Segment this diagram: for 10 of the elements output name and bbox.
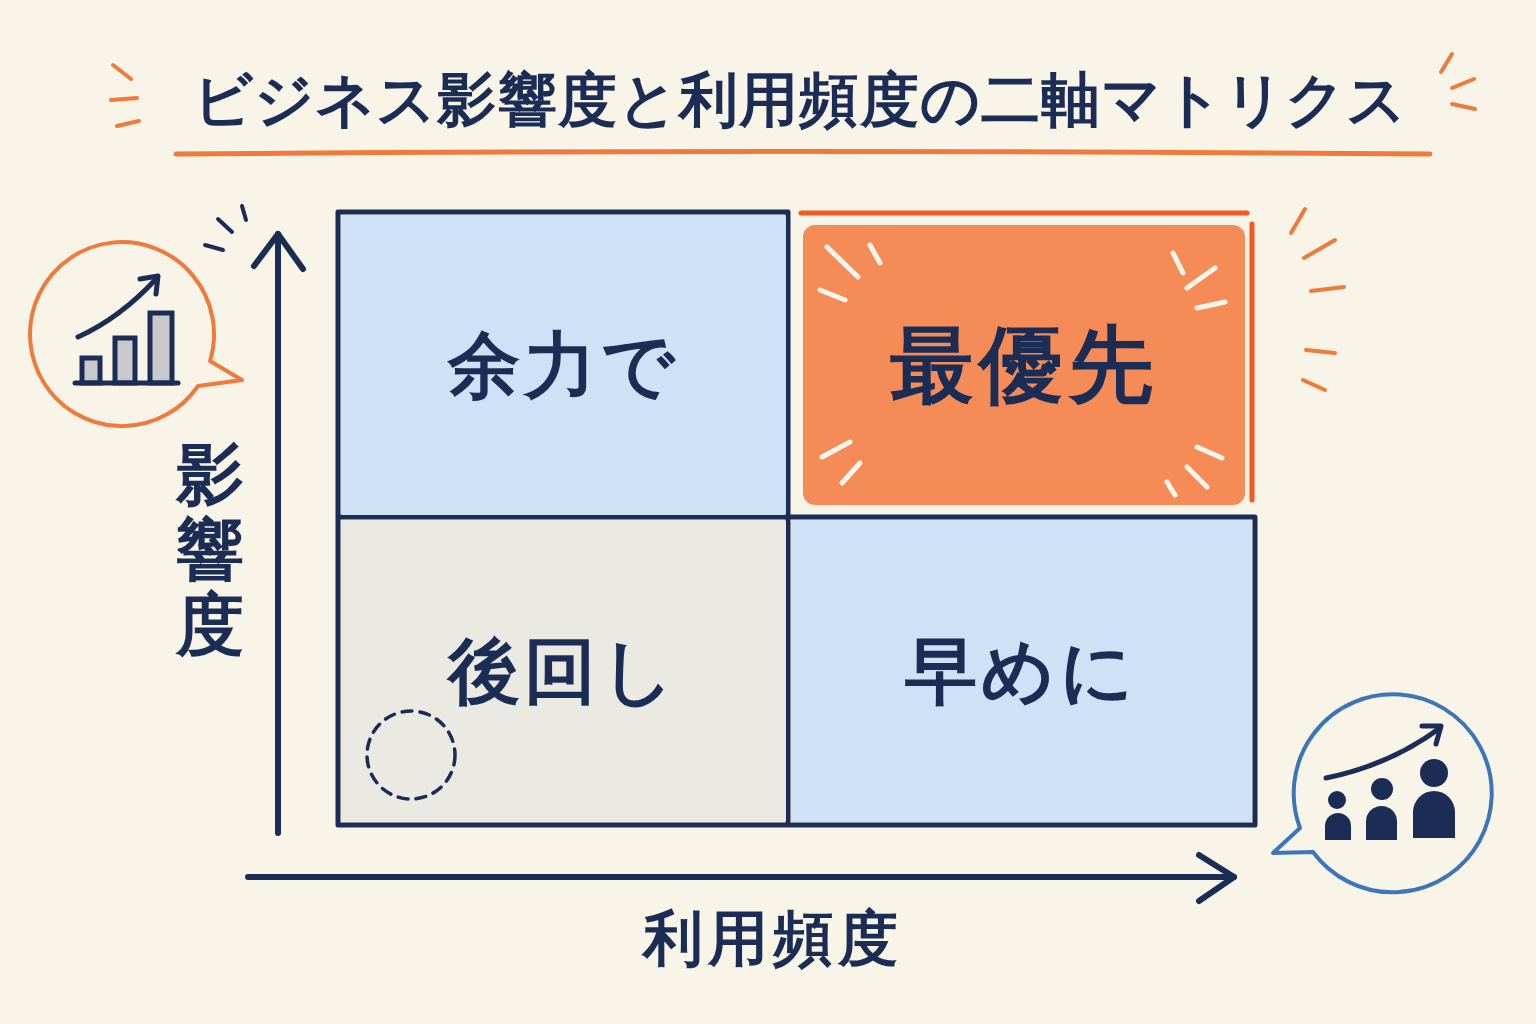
quadrant-label: 最優先	[890, 316, 1158, 414]
title: ビジネス影響度と利用頻度の二軸マトリクス	[192, 64, 1408, 136]
matrix-quadrant	[791, 520, 1252, 822]
quadrant-label: 後回し	[448, 629, 679, 713]
quadrant-label: 早めに	[905, 629, 1138, 713]
matrix-quadrant	[341, 520, 786, 822]
axis-label: 利用頻度	[643, 902, 903, 974]
axis-label: 影響度	[176, 438, 244, 663]
quadrant-label: 余力で	[448, 323, 679, 407]
matrix-quadrant	[341, 215, 786, 515]
